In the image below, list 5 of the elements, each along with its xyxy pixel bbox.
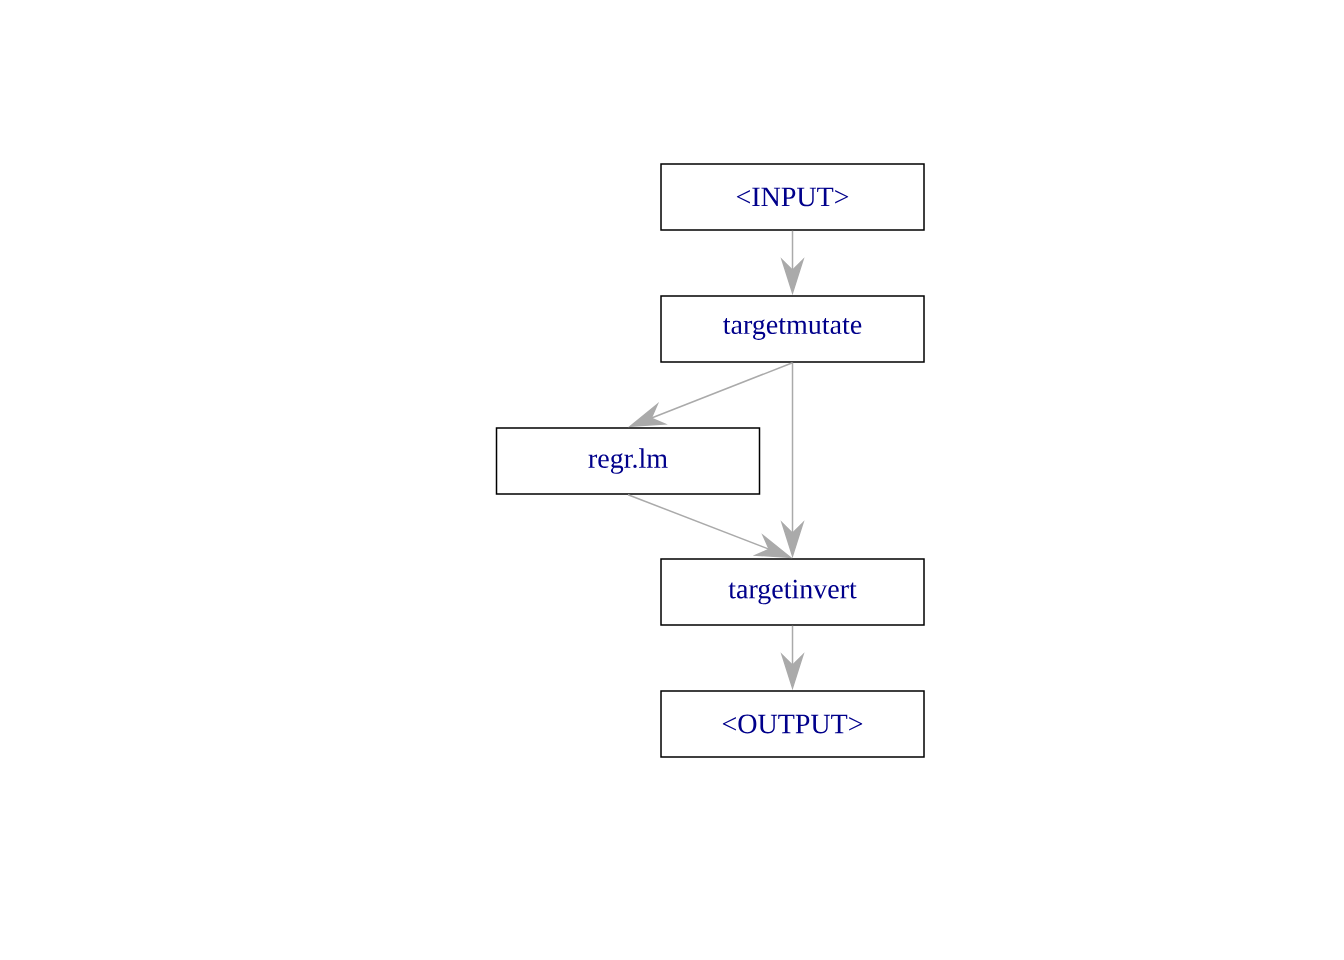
process-box: regr.lm	[495, 427, 761, 495]
process-box: <INPUT>	[660, 163, 925, 231]
process-box: targetmutate	[660, 295, 925, 363]
process-box: targetinvert	[660, 558, 925, 626]
process-box: <OUTPUT>	[660, 690, 925, 758]
